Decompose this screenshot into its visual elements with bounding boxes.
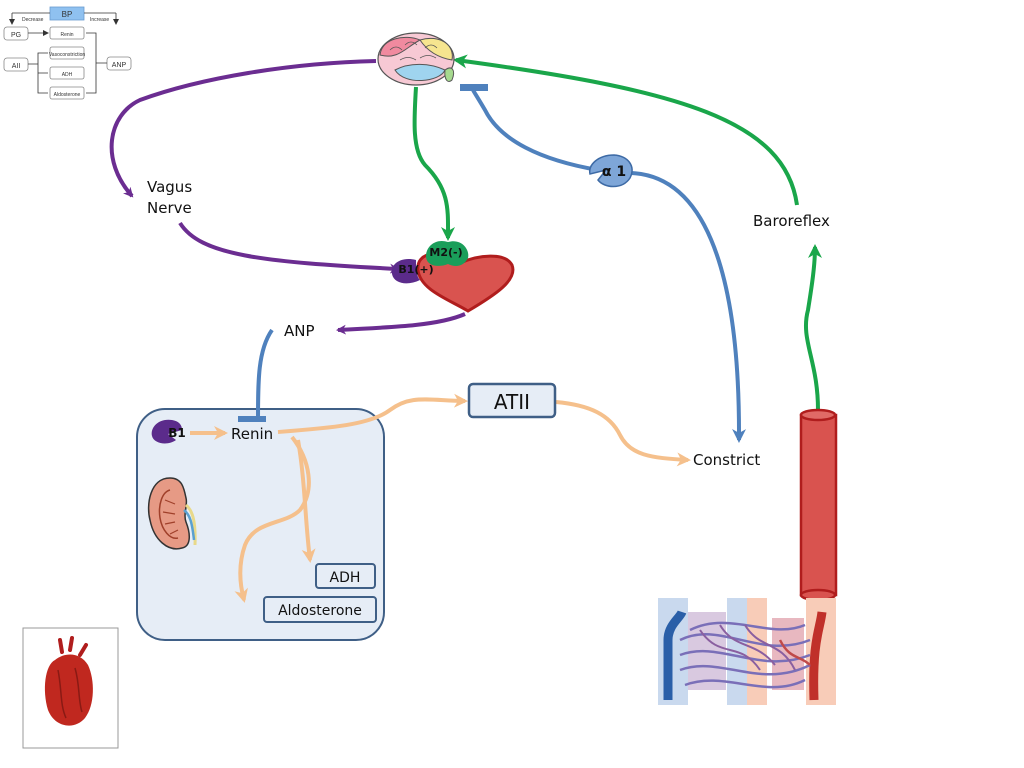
thumb-adh: ADH bbox=[62, 72, 73, 78]
thumb-anp-branches bbox=[86, 32, 107, 94]
thumb-adh-box bbox=[49, 66, 85, 80]
m2-label: M2(-) bbox=[429, 246, 462, 259]
thumb-bp: BP bbox=[62, 10, 73, 19]
thumb-anp-box bbox=[106, 56, 132, 71]
thumb-pg: PG bbox=[11, 32, 21, 39]
baroreflex-label: Baroreflex bbox=[753, 212, 830, 230]
thumb-aii: AII bbox=[12, 63, 21, 70]
thumb-increase: Increase bbox=[90, 17, 109, 23]
vessel-to-baroreflex-arrow bbox=[803, 244, 822, 411]
alpha1-to-constrict-arrow bbox=[629, 171, 747, 443]
thumb-pg-box bbox=[3, 26, 29, 41]
renin-to-adh-arrow bbox=[296, 439, 316, 563]
atii-to-constrict-arrow bbox=[555, 400, 691, 467]
anp-label: ANP bbox=[284, 322, 315, 340]
brain-to-heart-green-arrow bbox=[412, 86, 456, 241]
b1-heart-receptor-icon bbox=[391, 259, 420, 284]
b1-kidney-receptor-icon bbox=[151, 419, 182, 444]
renin-to-atii-arrow bbox=[277, 393, 468, 434]
blood-vessel-icon bbox=[799, 408, 838, 602]
alpha1-label: α 1 bbox=[602, 164, 626, 180]
atii-box bbox=[467, 382, 557, 419]
thumb-decrease: Decrease bbox=[22, 17, 44, 23]
aldosterone-box bbox=[263, 596, 377, 623]
anp-inhibit-line bbox=[256, 328, 274, 423]
thumb-aii-box bbox=[3, 57, 29, 72]
alpha1-inhibit-line bbox=[471, 89, 599, 172]
atii-label: ATII bbox=[494, 390, 530, 414]
kidney-icon bbox=[147, 477, 197, 550]
b1-heart-label: B1(+) bbox=[398, 263, 433, 276]
thumb-vasoconstriction: Vasoconstriction bbox=[49, 52, 86, 58]
anp-inhibit-bar bbox=[238, 416, 266, 422]
thumb-anp: ANP bbox=[112, 62, 127, 69]
heart-to-anp-arrow bbox=[336, 312, 466, 335]
adh-box bbox=[315, 563, 376, 589]
vagus-nerve-label-line1: Vagus bbox=[147, 178, 192, 196]
m2-receptor-icon-right bbox=[448, 241, 469, 266]
vagus-nerve-label-line2: Nerve bbox=[147, 199, 192, 217]
vagus-to-heart-arrow bbox=[178, 221, 400, 274]
thumb-aldo-box bbox=[49, 86, 85, 100]
renin-label: Renin bbox=[231, 425, 273, 443]
brain-to-vagus-arrow bbox=[109, 59, 377, 198]
alpha1-inhibit-bar bbox=[460, 84, 488, 91]
anatomical-heart-thumbnail bbox=[22, 627, 119, 749]
thumb-renin: Renin bbox=[60, 32, 73, 38]
adh-label: ADH bbox=[330, 570, 361, 586]
brain-icon bbox=[377, 32, 455, 86]
m2-receptor-icon bbox=[426, 240, 448, 266]
constrict-label: Constrict bbox=[693, 451, 760, 469]
thumb-bp-box bbox=[49, 6, 85, 21]
baroreflex-to-brain-arrow bbox=[453, 54, 799, 206]
thumb-aldosterone: Aldosterone bbox=[54, 92, 81, 98]
alpha1-receptor-icon bbox=[589, 154, 633, 188]
renin-to-aldosterone-arrow bbox=[234, 435, 311, 603]
thumb-aii-branches bbox=[28, 52, 48, 94]
b1-kidney-label: B1 bbox=[168, 426, 186, 440]
thumb-vaso-box bbox=[49, 46, 85, 60]
capillary-bed-icon bbox=[658, 598, 836, 705]
thumbnail-diagram: BP Decrease Increase PG Renin Vasoconstr… bbox=[3, 6, 132, 100]
thumb-renin-box bbox=[49, 26, 85, 40]
aldosterone-label: Aldosterone bbox=[278, 603, 362, 619]
